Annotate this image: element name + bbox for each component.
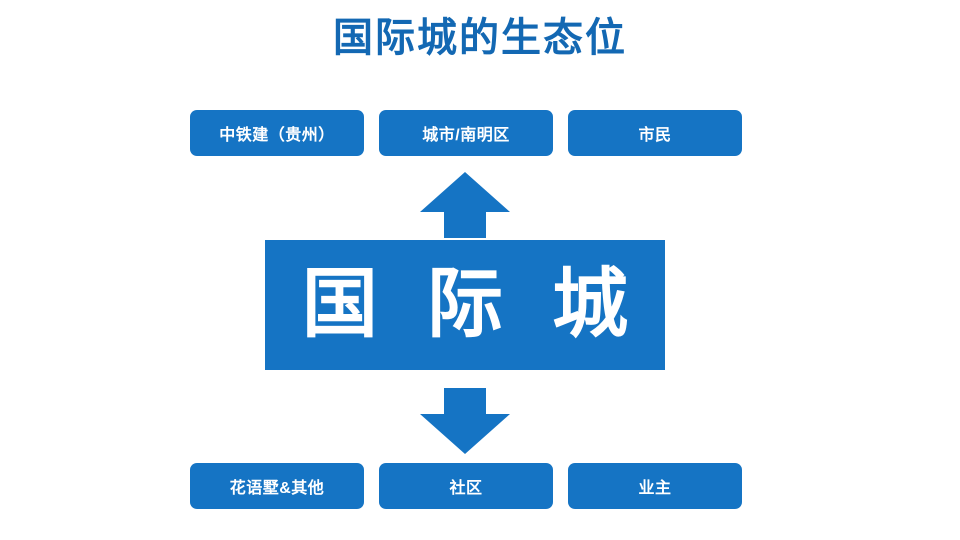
page-title: 国际城的生态位 [333, 16, 627, 60]
center-node-label: 国 际 城 [301, 262, 643, 347]
arrow-down-icon [420, 388, 510, 454]
node-top-1[interactable]: 中铁建（贵州） [190, 110, 364, 156]
node-top-3-label: 市民 [638, 127, 672, 144]
node-top-1-label: 中铁建（贵州） [219, 127, 335, 144]
center-node[interactable]: 国 际 城 [265, 240, 665, 370]
node-bottom-1[interactable]: 花语墅&其他 [190, 463, 364, 509]
node-top-2[interactable]: 城市/南明区 [379, 110, 553, 156]
node-top-3[interactable]: 市民 [568, 110, 742, 156]
node-top-2-label: 城市/南明区 [422, 127, 510, 144]
node-bottom-2-label: 社区 [449, 480, 483, 497]
node-bottom-2[interactable]: 社区 [379, 463, 553, 509]
node-bottom-1-label: 花语墅&其他 [229, 480, 325, 497]
arrow-up-icon [420, 172, 510, 238]
node-bottom-3[interactable]: 业主 [568, 463, 742, 509]
node-bottom-3-label: 业主 [638, 480, 672, 497]
